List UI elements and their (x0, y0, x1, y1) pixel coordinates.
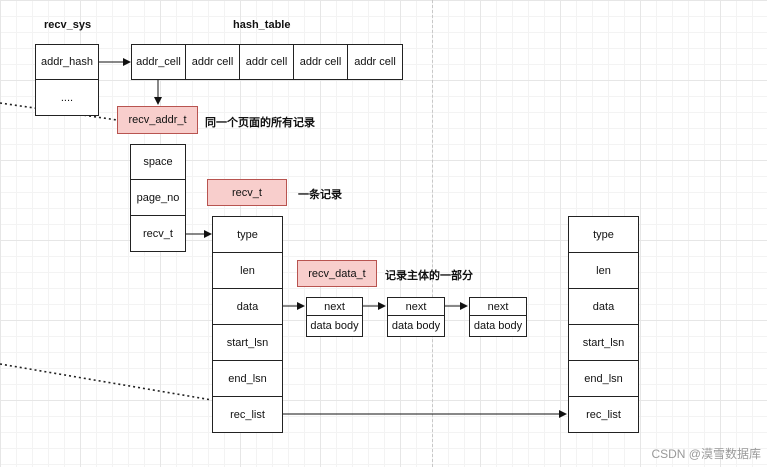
hash-table-cell-4: addr cell (347, 44, 403, 80)
recv-t-end-lsn: end_lsn (212, 360, 283, 397)
data-node-1-body: data body (306, 315, 363, 337)
recv-sys-addr-hash: addr_hash (35, 44, 99, 80)
recv-addr-t-space: space (130, 144, 186, 180)
recv-sys-title: recv_sys (44, 19, 92, 31)
hash-table-cell-0: addr_cell (131, 44, 186, 80)
data-node-1-next: next (306, 297, 363, 316)
hash-table-title: hash_table (233, 19, 291, 31)
recv-sys-ellipsis: .... (35, 79, 99, 116)
hash-table-cell-2: addr cell (239, 44, 294, 80)
dotted-connector-lower (0, 363, 213, 401)
recv-t-data: data (212, 288, 283, 325)
hash-table-cell-1: addr cell (185, 44, 240, 80)
recv-t-start-lsn: start_lsn (212, 324, 283, 361)
recv-t-label: recv_t (207, 179, 287, 206)
recv-t-right-len: len (568, 252, 639, 289)
recv-t-right-end-lsn: end_lsn (568, 360, 639, 397)
recv-addr-t-page-no: page_no (130, 179, 186, 216)
data-node-3-body: data body (469, 315, 527, 337)
csdn-watermark: CSDN @漠雪数据库 (651, 447, 761, 461)
recv-t-right-type: type (568, 216, 639, 253)
page-divider-line (432, 0, 433, 467)
recv-addr-t-recv-t: recv_t (130, 215, 186, 252)
recv-t-rec-list: rec_list (212, 396, 283, 433)
recv-addr-t-label: recv_addr_t (117, 106, 198, 134)
data-node-2-body: data body (387, 315, 445, 337)
recv-t-right-rec-list: rec_list (568, 396, 639, 433)
recv-t-right-data: data (568, 288, 639, 325)
recv-data-t-note: 记录主体的一部分 (385, 270, 473, 282)
hash-table-cell-3: addr cell (293, 44, 348, 80)
recv-t-len: len (212, 252, 283, 289)
recv-t-right-start-lsn: start_lsn (568, 324, 639, 361)
data-node-3-next: next (469, 297, 527, 316)
recv-t-type: type (212, 216, 283, 253)
recv-t-note: 一条记录 (298, 189, 342, 201)
recv-addr-t-note: 同一个页面的所有记录 (205, 117, 315, 129)
recv-data-t-label: recv_data_t (297, 260, 377, 287)
data-node-2-next: next (387, 297, 445, 316)
